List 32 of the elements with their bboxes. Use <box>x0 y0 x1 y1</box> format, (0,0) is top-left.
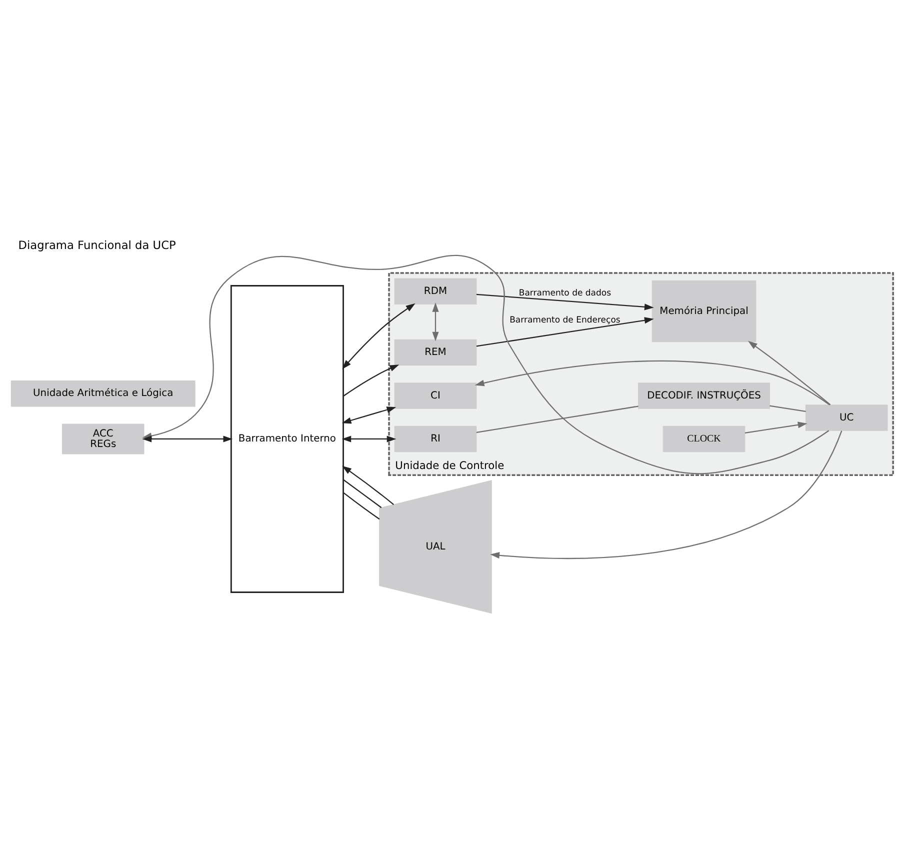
node-box: Barramento Interno <box>230 284 344 592</box>
connector <box>770 404 806 412</box>
connector <box>343 478 382 508</box>
arrow <box>342 406 396 424</box>
node-box: Unidade Aritmética e Lógica <box>10 380 196 406</box>
diagram-title: Diagrama Funcional da UCP <box>18 237 176 252</box>
arrow <box>476 293 654 310</box>
edge-label: Barramento de Endereços <box>510 314 620 325</box>
arrow <box>432 302 439 341</box>
connector <box>343 492 380 520</box>
node-box: UC <box>805 404 888 430</box>
edge-label: Barramento de dados <box>518 288 612 298</box>
arrow <box>474 360 830 405</box>
node-box: Memória Principal <box>652 280 756 342</box>
arrow <box>748 340 831 405</box>
node-box: UAL <box>379 480 492 614</box>
node-box: ACC REGs <box>62 423 144 454</box>
arrow <box>342 465 394 504</box>
arrow <box>476 316 654 346</box>
connector <box>476 405 638 433</box>
node-box: RDM <box>394 278 477 304</box>
arrow <box>490 430 842 558</box>
node-box: REM <box>394 338 477 366</box>
node-box: DECODIF. INSTRUÇÕES <box>638 382 770 408</box>
node-box: RI <box>394 425 477 452</box>
node-box: CI <box>394 382 477 408</box>
arrow <box>343 364 400 396</box>
arrow <box>342 435 396 442</box>
node-box: CLOCK <box>662 425 746 452</box>
arrow <box>342 302 416 369</box>
arrow <box>142 435 233 442</box>
arrow <box>744 421 808 433</box>
